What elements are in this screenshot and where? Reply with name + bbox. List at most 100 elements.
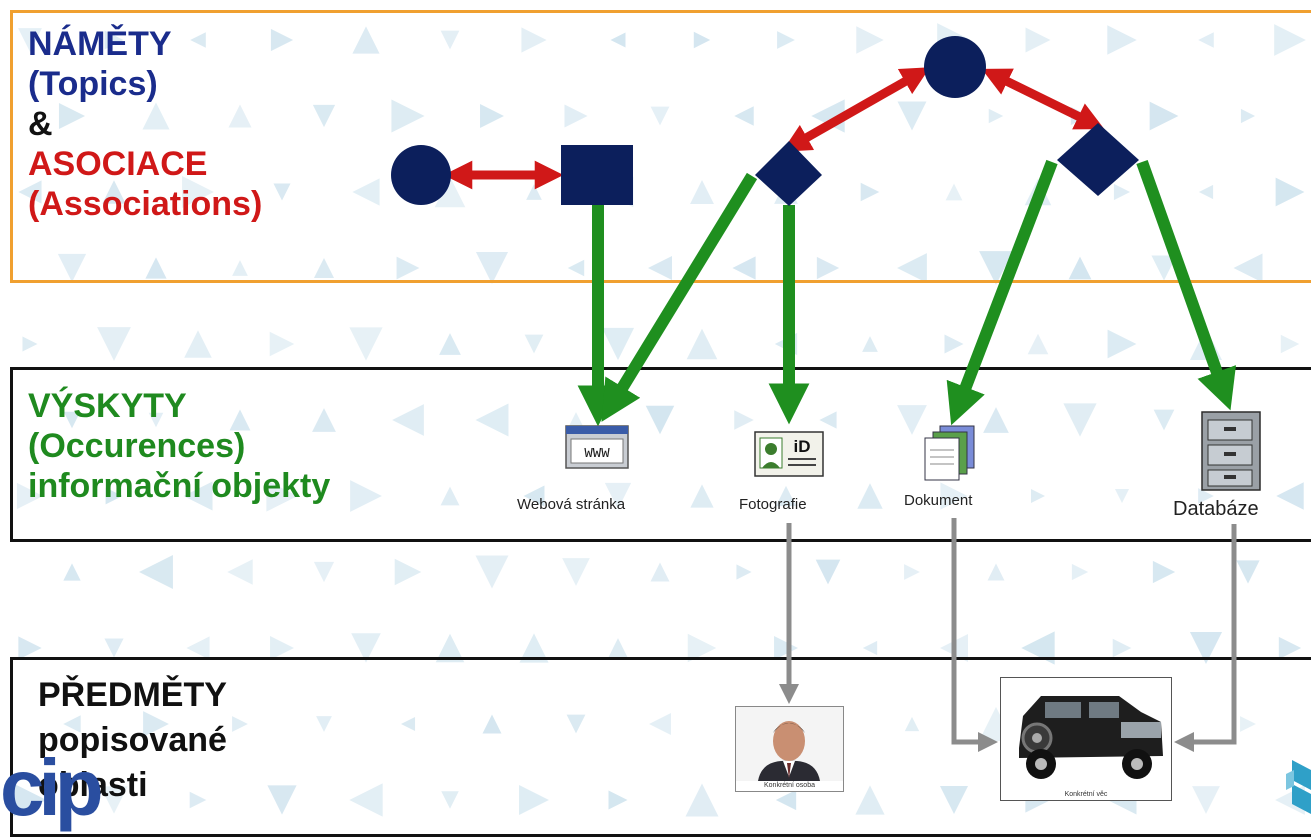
background-triangle	[904, 564, 920, 580]
background-triangle	[475, 403, 509, 437]
background-triangle	[857, 483, 883, 509]
background-triangle	[1274, 24, 1306, 56]
background-triangle	[63, 715, 81, 733]
topic-node-circle	[391, 145, 451, 205]
association-arrow	[781, 67, 931, 152]
subject-arrow	[951, 518, 998, 752]
background-triangle	[313, 257, 335, 279]
background-triangle	[58, 102, 86, 130]
occurrence-label-web-page: Webová stránka	[517, 496, 626, 513]
background-triangle	[944, 334, 964, 354]
background-triangle	[142, 102, 170, 130]
background-triangle	[1198, 184, 1214, 200]
background-triangle	[734, 106, 754, 126]
background-triangle	[524, 334, 544, 354]
background-triangle	[693, 31, 711, 49]
background-triangle	[1027, 333, 1049, 355]
occurrences-title-line: informační objekty	[28, 467, 331, 506]
background-triangle	[352, 26, 380, 54]
background-triangle	[312, 408, 336, 432]
background-triangle	[1114, 488, 1130, 504]
subject-arrow	[1174, 524, 1237, 752]
background-triangle	[440, 486, 460, 506]
background-triangle	[139, 555, 173, 589]
person-photo: Konkrétní osoba	[735, 706, 844, 792]
background-triangle	[862, 640, 878, 656]
background-triangle	[1113, 183, 1131, 201]
background-triangle	[13, 783, 47, 817]
background-triangle	[183, 481, 213, 511]
id-photo-icon: iD	[754, 431, 824, 477]
background-triangle	[562, 558, 590, 586]
background-triangle	[519, 633, 549, 663]
occurrence-label-photo: Fotografie	[739, 496, 807, 513]
subjects-title-line: popisované	[38, 720, 227, 759]
background-triangle	[316, 716, 332, 732]
associations-title-line: (Associations)	[28, 185, 263, 224]
background-triangle	[897, 253, 927, 283]
background-triangle	[400, 716, 416, 732]
background-triangle	[16, 482, 44, 510]
person-photo-caption: Konkrétní osoba	[764, 782, 815, 789]
background-triangle	[391, 99, 425, 133]
background-triangle	[435, 633, 465, 663]
association-arrow	[981, 68, 1105, 130]
background-triangle	[266, 480, 298, 512]
background-triangle	[1107, 25, 1137, 55]
background-triangle	[18, 28, 42, 52]
background-triangle	[189, 791, 207, 809]
background-triangle	[860, 182, 880, 202]
associations-title-line: ASOCIACE	[28, 145, 208, 184]
background-triangle	[610, 32, 626, 48]
background-triangle	[184, 330, 212, 358]
background-triangle	[604, 482, 632, 510]
background-triangle	[1198, 32, 1214, 48]
background-triangle	[148, 412, 164, 428]
background-triangle	[608, 790, 628, 810]
background-triangle	[649, 713, 671, 735]
background-triangle	[819, 411, 837, 429]
background-triangle	[349, 327, 383, 361]
background-triangle	[232, 260, 248, 276]
background-triangle	[475, 555, 509, 589]
background-triangle	[441, 791, 459, 809]
filing-cabinet-icon	[1201, 411, 1261, 491]
background-triangle	[434, 176, 466, 208]
occurrence-arrow	[946, 159, 1058, 426]
car-photo: Konkrétní věc	[1000, 677, 1172, 801]
background-triangle	[1236, 560, 1260, 584]
subjects-title-line: PŘEDMĚTY	[38, 676, 227, 714]
background-triangle	[1280, 334, 1300, 354]
occurrences-band	[10, 367, 1311, 542]
background-triangle	[22, 336, 38, 352]
background-triangle	[145, 257, 167, 279]
background-triangle	[732, 256, 756, 280]
background-triangle	[775, 485, 797, 507]
topics-title: NÁMĚTY (Topics) & ASOCIACE (Associations…	[28, 24, 262, 225]
background-triangle	[686, 328, 718, 360]
background-triangle	[987, 563, 1005, 581]
background-triangle	[57, 253, 87, 283]
background-triangle	[1275, 177, 1305, 207]
background-triangle	[566, 714, 586, 734]
cip-logo: cip	[0, 743, 104, 832]
background-triangle	[229, 409, 251, 431]
background-triangle	[526, 184, 542, 200]
background-triangle	[63, 563, 81, 581]
background-triangle	[521, 27, 547, 53]
background-triangle	[475, 251, 509, 285]
background-triangle	[1149, 101, 1179, 131]
occurrences-title-line: (Occurences)	[28, 427, 246, 466]
topics-band	[10, 10, 1311, 283]
occurrence-arrow	[601, 172, 758, 422]
topic-node-square	[561, 145, 633, 205]
topic-node-diamond	[1057, 123, 1139, 196]
background-triangle	[97, 327, 131, 361]
background-triangle	[519, 785, 549, 815]
topic-node-diamond	[755, 141, 822, 206]
background-triangle	[273, 183, 291, 201]
background-triangle	[897, 405, 927, 435]
background-triangle	[18, 636, 42, 660]
background-triangle	[1152, 560, 1176, 584]
